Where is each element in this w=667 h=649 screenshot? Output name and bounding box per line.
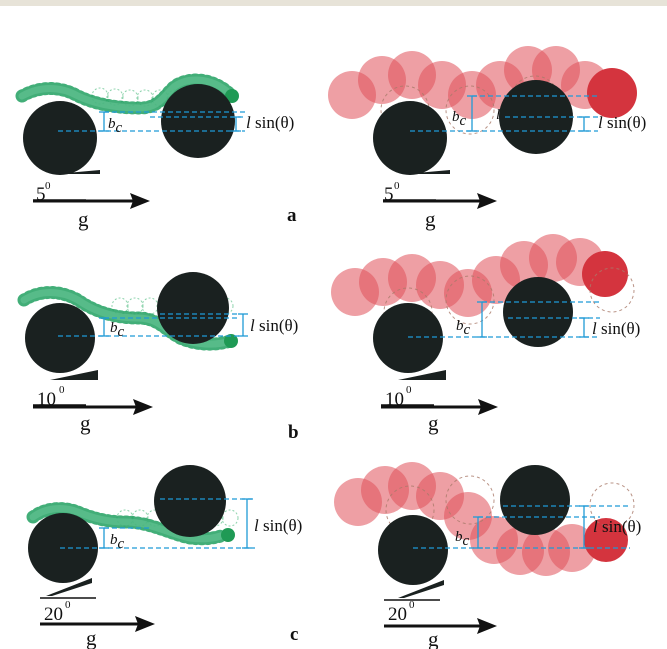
svg-text:l sin(θ): l sin(θ)	[254, 516, 302, 535]
gravity-label: g	[78, 207, 89, 231]
degree-mark: 0	[409, 599, 415, 611]
bc-label-main: b	[110, 532, 118, 548]
svg-text:bc: bc	[108, 116, 123, 136]
guide-lines-left-c	[60, 498, 255, 549]
panel-letter-a: a	[287, 205, 297, 226]
incline-wedge	[50, 370, 98, 380]
bc-label-sub: c	[463, 533, 470, 549]
lsin-rest: sin(θ)	[597, 319, 641, 338]
lsin-rest: sin(θ)	[598, 517, 642, 536]
svg-text:bc: bc	[110, 532, 125, 552]
incline-wedge	[398, 580, 444, 598]
angle-value: 20	[388, 604, 407, 625]
bc-label-sub: c	[460, 113, 467, 129]
svg-text:bc: bc	[456, 318, 471, 338]
bc-label-sub: c	[118, 324, 125, 340]
row-a: bc l sin(θ) 5 0 g a	[15, 46, 646, 231]
obstacle-right-b1	[373, 303, 443, 373]
panel-letter-b: b	[288, 422, 299, 443]
top-border	[0, 0, 667, 6]
gravity-arrow	[33, 399, 153, 415]
incline-wedge	[55, 170, 100, 174]
obstacle-left-b2	[157, 272, 229, 344]
row-b: bc l sin(θ) 10 0 g b	[17, 234, 640, 443]
flexible-chain-left-c	[26, 502, 239, 546]
svg-text:bc: bc	[110, 320, 125, 340]
obstacle-right-b2	[503, 277, 573, 347]
flexible-chain-head	[225, 89, 239, 103]
degree-mark: 0	[65, 599, 71, 611]
lsin-l: l	[250, 316, 255, 335]
guide-lines-right-a	[410, 95, 598, 132]
row-c: bc l sin(θ) 20 0 g c	[26, 462, 641, 649]
gravity-arrow	[383, 193, 497, 209]
bc-label-sub: c	[118, 536, 125, 552]
incline-wedge	[405, 170, 450, 174]
obstacle-left-c2	[154, 465, 226, 537]
svg-text:bc: bc	[452, 109, 467, 129]
gravity-label: g	[425, 207, 436, 231]
incline-wedge	[46, 578, 92, 596]
svg-text:l sin(θ): l sin(θ)	[598, 113, 646, 132]
lsin-rest: sin(θ)	[255, 316, 299, 335]
bc-label-main: b	[108, 116, 116, 132]
bc-label-main: b	[456, 318, 464, 334]
flexible-chain-left-a	[15, 73, 239, 115]
degree-mark: 0	[45, 180, 51, 192]
panel-letter-c: c	[290, 624, 298, 645]
incline-wedge	[398, 370, 446, 380]
degree-mark: 0	[59, 384, 65, 396]
lsin-l: l	[246, 113, 251, 132]
gravity-label: g	[86, 626, 97, 649]
obstacle-left-a2	[161, 84, 235, 158]
angle-value: 20	[44, 604, 63, 625]
lsin-l: l	[593, 517, 598, 536]
lsin-l: l	[254, 516, 259, 535]
rigid-chain-head	[584, 518, 628, 562]
lsin-l: l	[598, 113, 603, 132]
svg-text:l sin(θ): l sin(θ)	[593, 517, 641, 536]
degree-mark: 0	[394, 180, 400, 192]
chain-length-label: l	[496, 107, 500, 123]
svg-text:l sin(θ): l sin(θ)	[246, 113, 294, 132]
angle-value: 5	[36, 184, 46, 205]
bc-label-sub: c	[464, 322, 471, 338]
rigid-chain-right-a	[328, 46, 609, 119]
gravity-arrow	[40, 616, 155, 632]
gravity-arrow	[33, 193, 150, 209]
bc-label-main: b	[455, 529, 463, 545]
svg-text:l sin(θ): l sin(θ)	[250, 316, 298, 335]
rigid-chain-head	[587, 68, 637, 118]
bc-label-main: b	[110, 320, 118, 336]
gravity-label: g	[428, 411, 439, 435]
obstacle-right-c2	[500, 465, 570, 535]
lsin-rest: sin(θ)	[603, 113, 647, 132]
gravity-label: g	[80, 411, 91, 435]
lsin-rest: sin(θ)	[251, 113, 295, 132]
svg-text:l sin(θ): l sin(θ)	[592, 319, 640, 338]
gravity-label: g	[428, 627, 439, 649]
obstacle-left-b1	[25, 303, 95, 373]
gravity-arrow	[381, 399, 498, 415]
angle-value: 5	[384, 184, 394, 205]
gravity-arrow	[384, 618, 497, 634]
rigid-chain-head	[582, 251, 628, 297]
guide-lines-left-b	[58, 313, 248, 337]
bc-label-sub: c	[116, 120, 123, 136]
obstacle-right-a2	[499, 80, 573, 154]
obstacle-left-a1	[23, 101, 97, 175]
bc-label-main: b	[452, 109, 460, 125]
obstacle-right-c1	[378, 515, 448, 585]
guide-lines-left-a	[58, 111, 245, 132]
guide-lines-right-c	[413, 505, 630, 549]
degree-mark: 0	[406, 384, 412, 396]
guide-lines-right-b	[408, 301, 600, 338]
lsin-l: l	[592, 319, 597, 338]
svg-text:bc: bc	[455, 529, 470, 549]
obstacle-right-a1	[373, 101, 447, 175]
lsin-rest: sin(θ)	[259, 516, 303, 535]
